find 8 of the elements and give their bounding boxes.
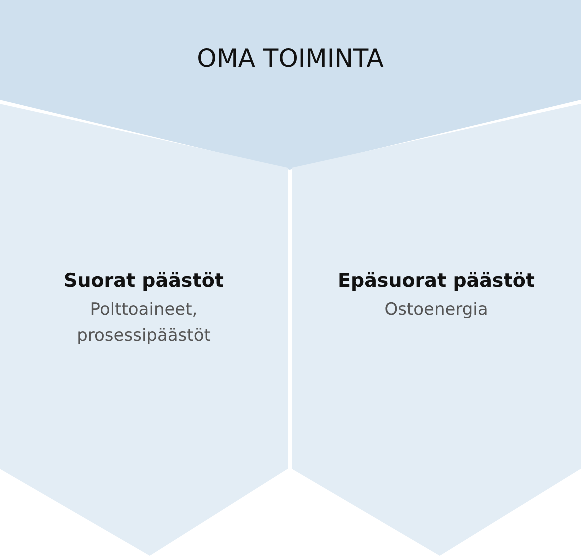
- body-text: Polttoaineet, prosessipäästöt: [76, 299, 212, 348]
- heading-text: Suorat päästöt: [63, 270, 225, 292]
- header-band: [0, 0, 581, 172]
- chevron-shape: [0, 104, 288, 556]
- body-text: Ostoenergia: [384, 299, 490, 322]
- chevron-shape: [292, 104, 581, 556]
- heading-text: OMA TOIMINTA: [196, 44, 385, 73]
- heading-text: Epäsuorat päästöt: [337, 270, 536, 292]
